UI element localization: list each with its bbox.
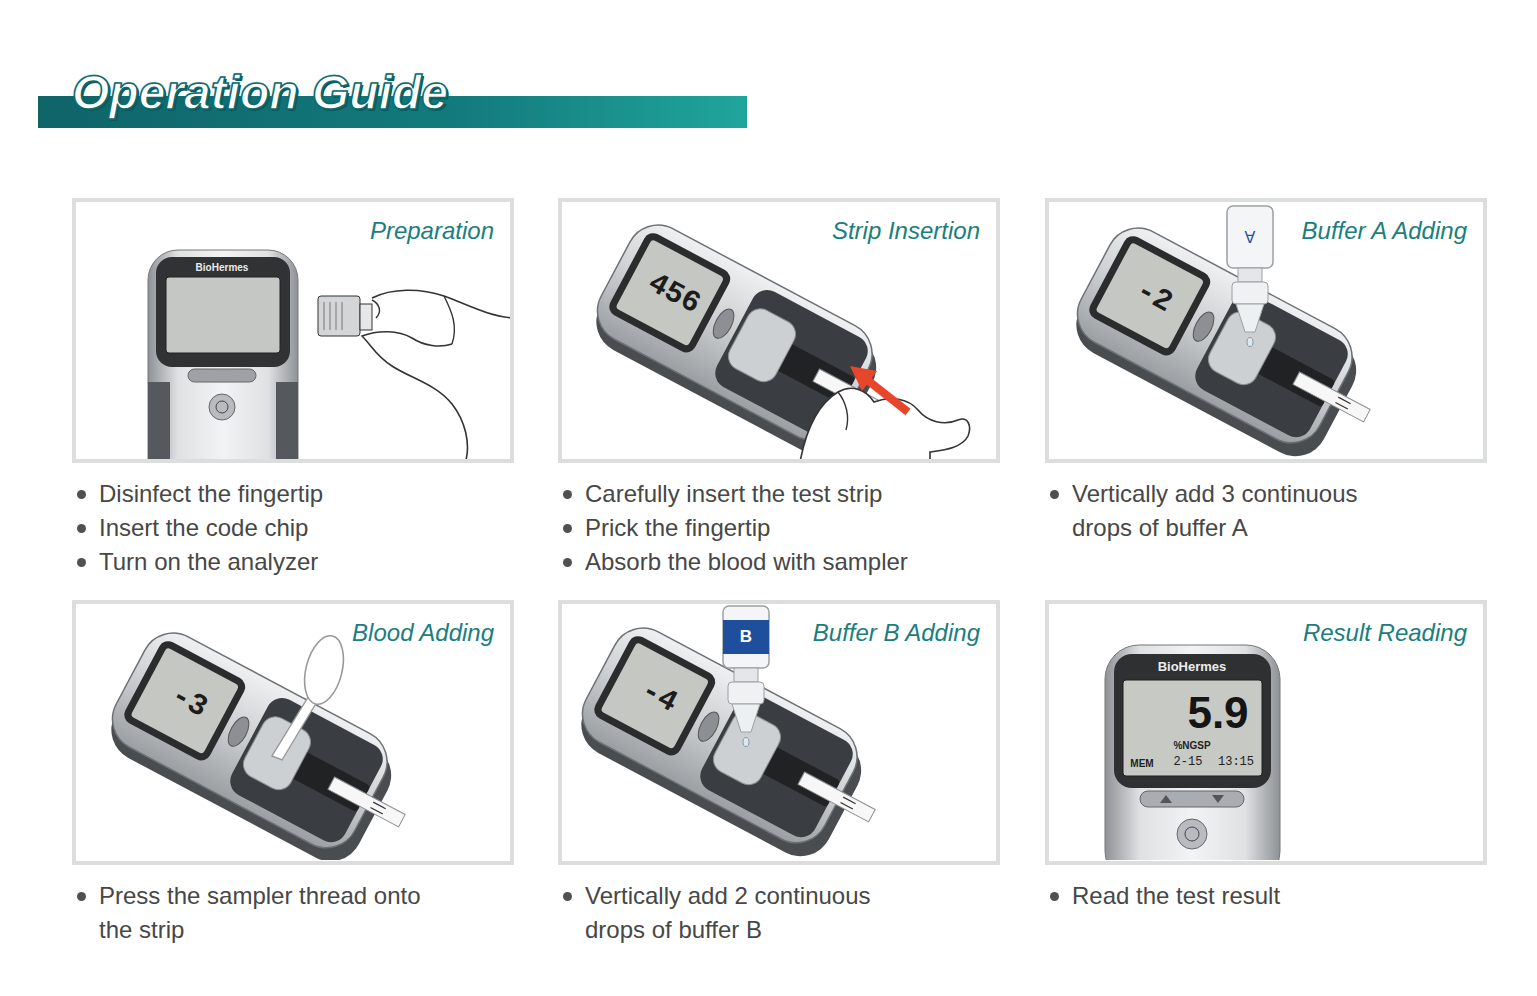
bullet-dot <box>563 490 572 499</box>
result-art <box>1105 645 1280 860</box>
bullet-item: Absorb the blood with sampler <box>558 545 908 579</box>
step-panel: Result ReadingRead the test result <box>1045 600 1487 913</box>
bullet-item: Read the test result <box>1045 879 1280 913</box>
insert-arrow-head <box>850 366 877 391</box>
step-instruction: Absorb the blood with sampler <box>585 545 908 579</box>
unit-label: %NGSP <box>1173 740 1210 751</box>
finger-crease <box>838 392 848 430</box>
finger-crease <box>444 296 454 344</box>
step-heading: Buffer A Adding <box>1302 216 1467 246</box>
screen-bezel <box>1114 654 1271 788</box>
blood-adding-art <box>97 622 431 860</box>
step-instruction: Turn on the analyzer <box>99 545 318 579</box>
step-instruction: Read the test result <box>1072 879 1280 913</box>
code-chip <box>318 296 360 336</box>
hand <box>800 388 970 459</box>
bullet-item: Disinfect the fingertip <box>72 477 323 511</box>
preparation-art <box>148 250 510 459</box>
buffer-b-bottle <box>723 606 769 747</box>
page-title: Operation Guide <box>72 65 448 121</box>
step-heading: Blood Adding <box>352 618 494 648</box>
bullet-dot <box>77 490 86 499</box>
bullet-item: Insert the code chip <box>72 511 308 545</box>
power-icon <box>216 401 228 413</box>
bottle-letter: A <box>1245 227 1256 245</box>
chip-contacts <box>324 302 342 330</box>
step-instruction: Prick the fingertip <box>585 511 770 545</box>
step-panel: Blood AddingPress the sampler thread ont… <box>72 600 514 947</box>
up-button-mark <box>1160 795 1172 803</box>
brand-name: BioHermes <box>196 262 249 273</box>
step-heading: Buffer B Adding <box>813 618 980 648</box>
bullet-dot <box>77 892 86 901</box>
step-heading: Strip Insertion <box>832 216 980 246</box>
analyzer <box>97 622 431 860</box>
bullet-item: Vertically add 2 continuous drops of buf… <box>558 879 907 947</box>
nav-buttons <box>188 369 256 382</box>
power-icon <box>1185 827 1199 841</box>
bullet-item: Turn on the analyzer <box>72 545 318 579</box>
device-body <box>148 250 298 459</box>
step-panel: PreparationDisinfect the fingertipInsert… <box>72 198 514 579</box>
bottle-letter: B <box>740 628 752 647</box>
power-button <box>1177 819 1207 849</box>
bullet-dot <box>563 892 572 901</box>
time-label: 13:15 <box>1218 756 1254 769</box>
insert-arrow <box>866 379 908 412</box>
date-label: 2-15 <box>1174 756 1203 769</box>
screen-bezel <box>156 257 290 367</box>
buffer-a-bottle <box>1227 206 1273 347</box>
step-instruction: Press the sampler thread onto the strip <box>99 879 421 947</box>
memory-label: MEM <box>1130 758 1153 769</box>
analyzer <box>567 617 901 860</box>
sampler-head <box>298 632 350 709</box>
bullet-dot <box>77 524 86 533</box>
lcd-code: 456 <box>642 267 705 321</box>
lcd-screen <box>166 277 280 353</box>
device-side <box>148 382 170 459</box>
sampler-stem <box>272 694 318 760</box>
device-side <box>276 382 298 459</box>
bullet-dot <box>563 524 572 533</box>
step-heading: Result Reading <box>1303 618 1467 648</box>
hand <box>362 290 510 459</box>
bullet-dot <box>563 558 572 567</box>
down-button-mark <box>1212 795 1224 803</box>
step-panel: Strip InsertionCarefully insert the test… <box>558 198 1000 579</box>
finger-nail <box>372 300 379 318</box>
step-instruction: Carefully insert the test strip <box>585 477 882 511</box>
strip-insertion-art <box>582 214 970 459</box>
chip-grip <box>360 304 372 330</box>
lcd-step: -3 <box>165 679 212 725</box>
result-value: 5.9 <box>1187 689 1248 737</box>
bullet-item: Press the sampler thread onto the strip <box>72 879 421 947</box>
step-instruction: Vertically add 2 continuous drops of buf… <box>585 879 907 947</box>
step-instruction: Insert the code chip <box>99 511 308 545</box>
nav-buttons <box>1140 791 1244 807</box>
step-panel: Buffer B AddingVertically add 2 continuo… <box>558 600 1000 947</box>
lcd-step: -4 <box>635 674 682 720</box>
bullet-dot <box>1050 892 1059 901</box>
step-instruction: Vertically add 3 continuous drops of buf… <box>1072 477 1394 545</box>
bullet-item: Vertically add 3 continuous drops of buf… <box>1045 477 1394 545</box>
power-button <box>209 394 235 420</box>
bullet-dot <box>1050 490 1059 499</box>
step-instruction: Disinfect the fingertip <box>99 477 323 511</box>
bullet-item: Prick the fingertip <box>558 511 770 545</box>
bullet-item: Carefully insert the test strip <box>558 477 882 511</box>
bullet-dot <box>77 558 86 567</box>
lcd-step: -2 <box>1130 274 1177 320</box>
brand-name: BioHermes <box>1158 660 1227 674</box>
lcd-screen <box>1123 680 1262 776</box>
bottle-label-band <box>723 620 769 654</box>
step-panel: Buffer A AddingVertically add 3 continuo… <box>1045 198 1487 545</box>
device-body <box>1105 645 1280 860</box>
step-heading: Preparation <box>370 216 494 246</box>
